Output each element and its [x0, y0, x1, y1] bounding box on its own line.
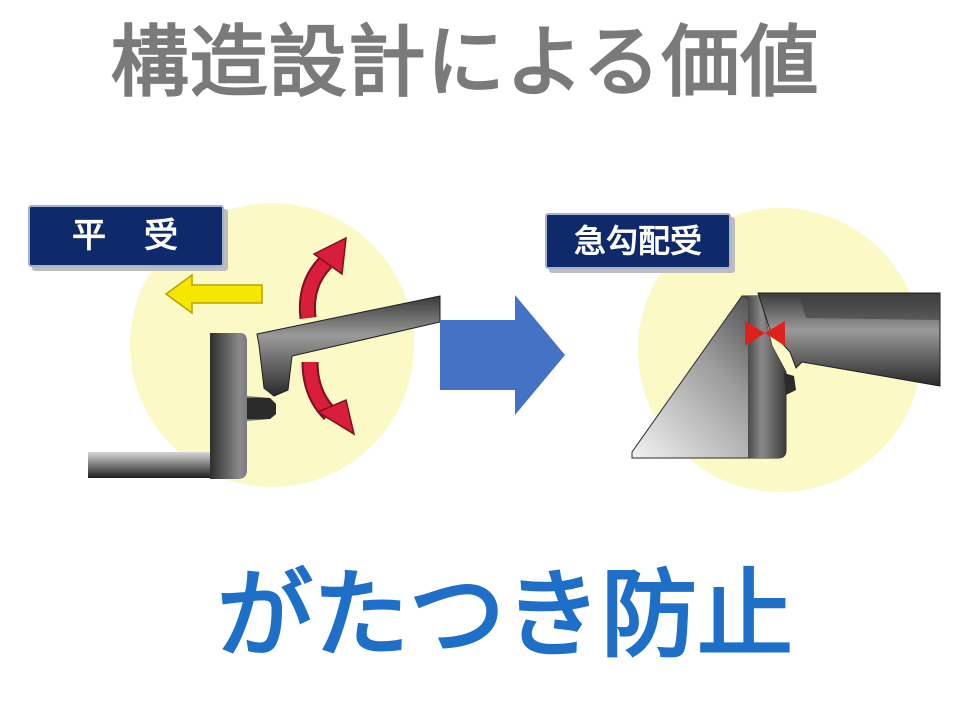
curved-arrow-icon-up [298, 236, 347, 319]
conclusion-text: がたつき防止 [217, 559, 793, 671]
right-bracket-tab [784, 373, 796, 395]
left-panel-label: 平 受 [28, 205, 224, 267]
left-arrow-icon [164, 273, 263, 315]
right-beam-top-face [800, 298, 940, 320]
bowtie-left [745, 321, 765, 346]
right-arrow-icon [440, 295, 565, 415]
left-beam [256, 295, 441, 397]
bowtie-marker-icon [745, 321, 785, 346]
slide-title: 構造設計による価値 [110, 18, 820, 108]
curved-arrow-down-head [316, 398, 356, 436]
bowtie-right [765, 321, 785, 346]
curved-arrow-up-body-fill [300, 257, 331, 319]
left-bracket-post [210, 333, 276, 479]
curved-arrow-icon-down [301, 361, 356, 436]
left-bracket-tab [247, 398, 276, 419]
left-bracket-base [88, 452, 212, 478]
curved-arrow-up-head [312, 236, 347, 276]
right-panel-label: 急勾配受 [545, 213, 731, 269]
